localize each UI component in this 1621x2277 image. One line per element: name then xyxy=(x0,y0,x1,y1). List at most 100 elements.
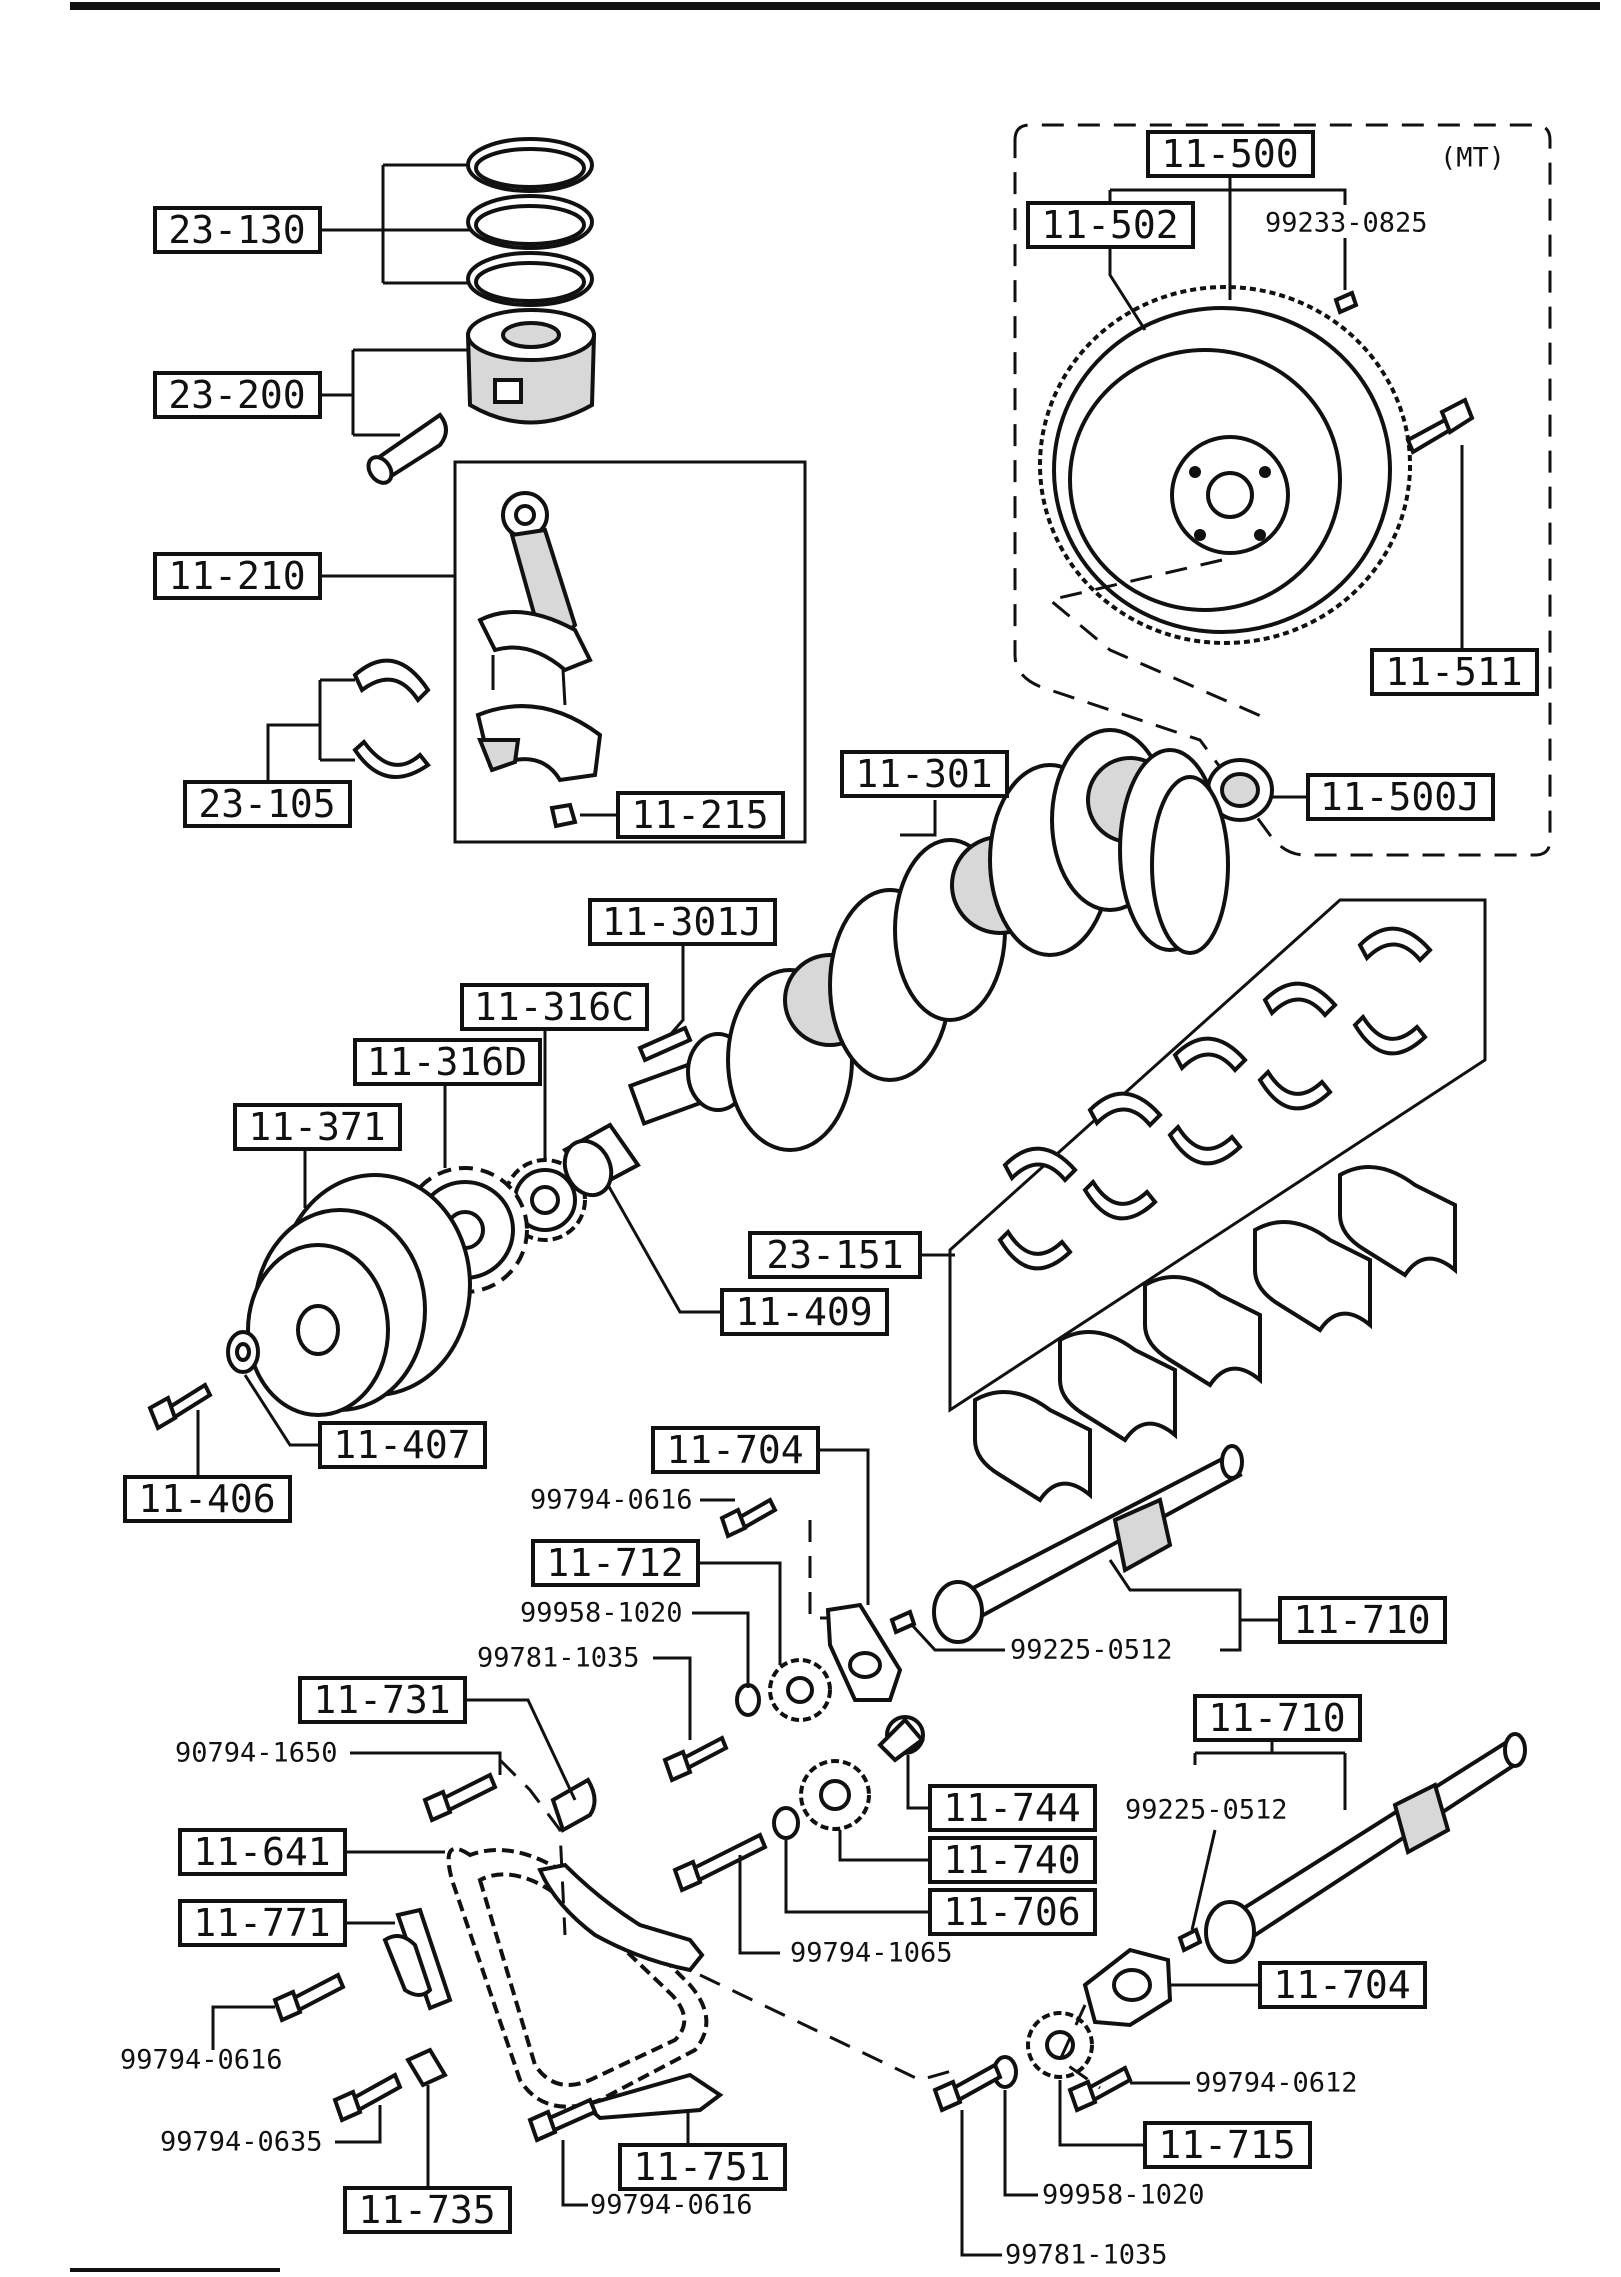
svg-text:23-151: 23-151 xyxy=(766,1233,903,1277)
partno-99794-0612: 99794-0612 xyxy=(1195,2068,1358,2099)
chain-guide-731 xyxy=(537,1777,705,1973)
callout-23-105: 23-105 xyxy=(183,780,352,828)
svg-text:11-641: 11-641 xyxy=(193,1830,330,1874)
piston-rings xyxy=(466,137,594,307)
callout-11-210: 11-210 xyxy=(153,552,322,600)
callout-11-511: 11-511 xyxy=(1370,648,1539,696)
tensioner-pad-751 xyxy=(580,2072,724,2121)
mt-dashed-frame xyxy=(1013,123,1552,857)
callout-11-301j: 11-301J xyxy=(588,898,777,946)
partno-99958-1020b: 99958-1020 xyxy=(1042,2180,1205,2211)
crank-key xyxy=(637,1025,693,1063)
leader-11-301j xyxy=(668,945,685,1036)
leader-11-409 xyxy=(606,1184,722,1314)
rod-bearings xyxy=(352,658,431,779)
svg-text:11-215: 11-215 xyxy=(631,793,768,837)
partno-99781-1035b: 99781-1035 xyxy=(1005,2240,1168,2271)
leader-99958-1020b xyxy=(1003,2090,1038,2197)
leader-99794-0635 xyxy=(335,2105,382,2144)
leader-11-712 xyxy=(698,1561,782,1665)
tensioner-735 xyxy=(405,2047,448,2088)
balance-shaft-lower xyxy=(1204,1732,1527,1964)
callout-11-301: 11-301 xyxy=(840,750,1009,798)
leader-90794-1650 xyxy=(350,1751,502,1775)
callout-11-706: 11-706 xyxy=(928,1888,1097,1936)
bolt-99794-0616b xyxy=(272,1972,346,2023)
svg-text:11-409: 11-409 xyxy=(735,1290,872,1334)
svg-text:11-744: 11-744 xyxy=(943,1786,1080,1830)
callout-11-731: 11-731 xyxy=(298,1676,467,1724)
svg-text:11-704: 11-704 xyxy=(666,1428,803,1472)
piston xyxy=(465,308,597,425)
svg-text:11-712: 11-712 xyxy=(546,1541,683,1585)
main-bearing-frame xyxy=(948,898,1487,1413)
svg-text:11-751: 11-751 xyxy=(633,2145,770,2189)
dashed-line-pump-lower xyxy=(1058,2004,1101,2090)
svg-text:11-740: 11-740 xyxy=(943,1838,1080,1882)
pin-upper xyxy=(889,1609,917,1635)
leader-99958-1020a xyxy=(692,1611,750,1688)
svg-text:11-407: 11-407 xyxy=(333,1423,470,1467)
leader-23-200 xyxy=(320,348,470,437)
callout-11-371: 11-371 xyxy=(233,1103,402,1151)
svg-text:11-704: 11-704 xyxy=(1273,1963,1410,2007)
bolt-99794-0616-upper xyxy=(719,1497,778,1539)
partno-99225-0512a: 99225-0512 xyxy=(1010,1635,1173,1666)
callout-11-641: 11-641 xyxy=(178,1828,347,1876)
partno-99794-1065: 99794-1065 xyxy=(790,1938,953,1969)
svg-text:23-105: 23-105 xyxy=(198,782,335,826)
dashed-line-chain-lower xyxy=(699,1973,956,2082)
callout-11-704a: 11-704 xyxy=(651,1426,820,1474)
oil-pump-cap-744 xyxy=(877,1715,925,1763)
leader-11-407 xyxy=(243,1374,320,1447)
callout-11-715: 11-715 xyxy=(1143,2121,1312,2169)
svg-text:23-130: 23-130 xyxy=(168,208,305,252)
bolt-99794-0635 xyxy=(332,2072,403,2123)
partno-99958-1020a: 99958-1020 xyxy=(520,1598,683,1629)
flywheel-bolt xyxy=(1405,397,1475,455)
leader-99225-0512b xyxy=(1190,1829,1217,1931)
bolt-99781-lower xyxy=(932,2062,1003,2113)
partno-99794-0616c: 99794-0616 xyxy=(590,2190,753,2221)
rod-nut xyxy=(549,802,578,829)
washer-99958-upper xyxy=(735,1683,761,1717)
svg-text:23-200: 23-200 xyxy=(168,373,305,417)
svg-text:11-301J: 11-301J xyxy=(602,900,762,944)
balance-shaft-upper xyxy=(932,1444,1244,1644)
svg-text:11-731: 11-731 xyxy=(313,1678,450,1722)
leader-99781-1035b xyxy=(960,2110,1002,2257)
leader-11-706 xyxy=(784,1840,930,1914)
svg-text:11-502: 11-502 xyxy=(1041,203,1178,247)
callout-23-130: 23-130 xyxy=(153,206,322,254)
sprocket-712 xyxy=(768,1658,832,1722)
pulley-washer xyxy=(226,1330,260,1374)
leader-11-502 xyxy=(1108,245,1147,331)
conrod-frame xyxy=(453,460,807,844)
callout-11-502: 11-502 xyxy=(1026,201,1195,249)
oil-pump-body-lower xyxy=(1082,1947,1173,2028)
leader-11-744 xyxy=(906,1755,930,1810)
crank-pulley xyxy=(246,1173,472,1417)
chain-tensioner-arm-771 xyxy=(382,1907,453,2011)
leader-99794-0616b xyxy=(211,2005,275,2050)
callout-11-406: 11-406 xyxy=(123,1475,292,1523)
rod-cap xyxy=(475,704,603,783)
piston-pin xyxy=(366,412,448,485)
bolt-90794-1650 xyxy=(422,1772,498,1823)
dashed-line-pump-upper xyxy=(808,1520,828,1620)
callout-11-735: 11-735 xyxy=(343,2186,512,2234)
flywheel-dowel xyxy=(1333,290,1359,315)
sprocket-715 xyxy=(1026,2011,1094,2079)
callout-11-316d: 11-316D xyxy=(353,1038,542,1086)
leader-23-105 xyxy=(266,678,355,800)
pin-lower xyxy=(1177,1927,1203,1953)
svg-text:11-715: 11-715 xyxy=(1158,2123,1295,2167)
connecting-rod xyxy=(477,491,593,706)
leader-99781-1035a xyxy=(653,1656,692,1740)
svg-text:11-301: 11-301 xyxy=(855,752,992,796)
partno-99781-1035a: 99781-1035 xyxy=(477,1643,640,1674)
leader-99225-0512a xyxy=(910,1623,1005,1652)
svg-text:11-706: 11-706 xyxy=(943,1890,1080,1934)
callout-11-500j: 11-500J xyxy=(1306,773,1495,821)
